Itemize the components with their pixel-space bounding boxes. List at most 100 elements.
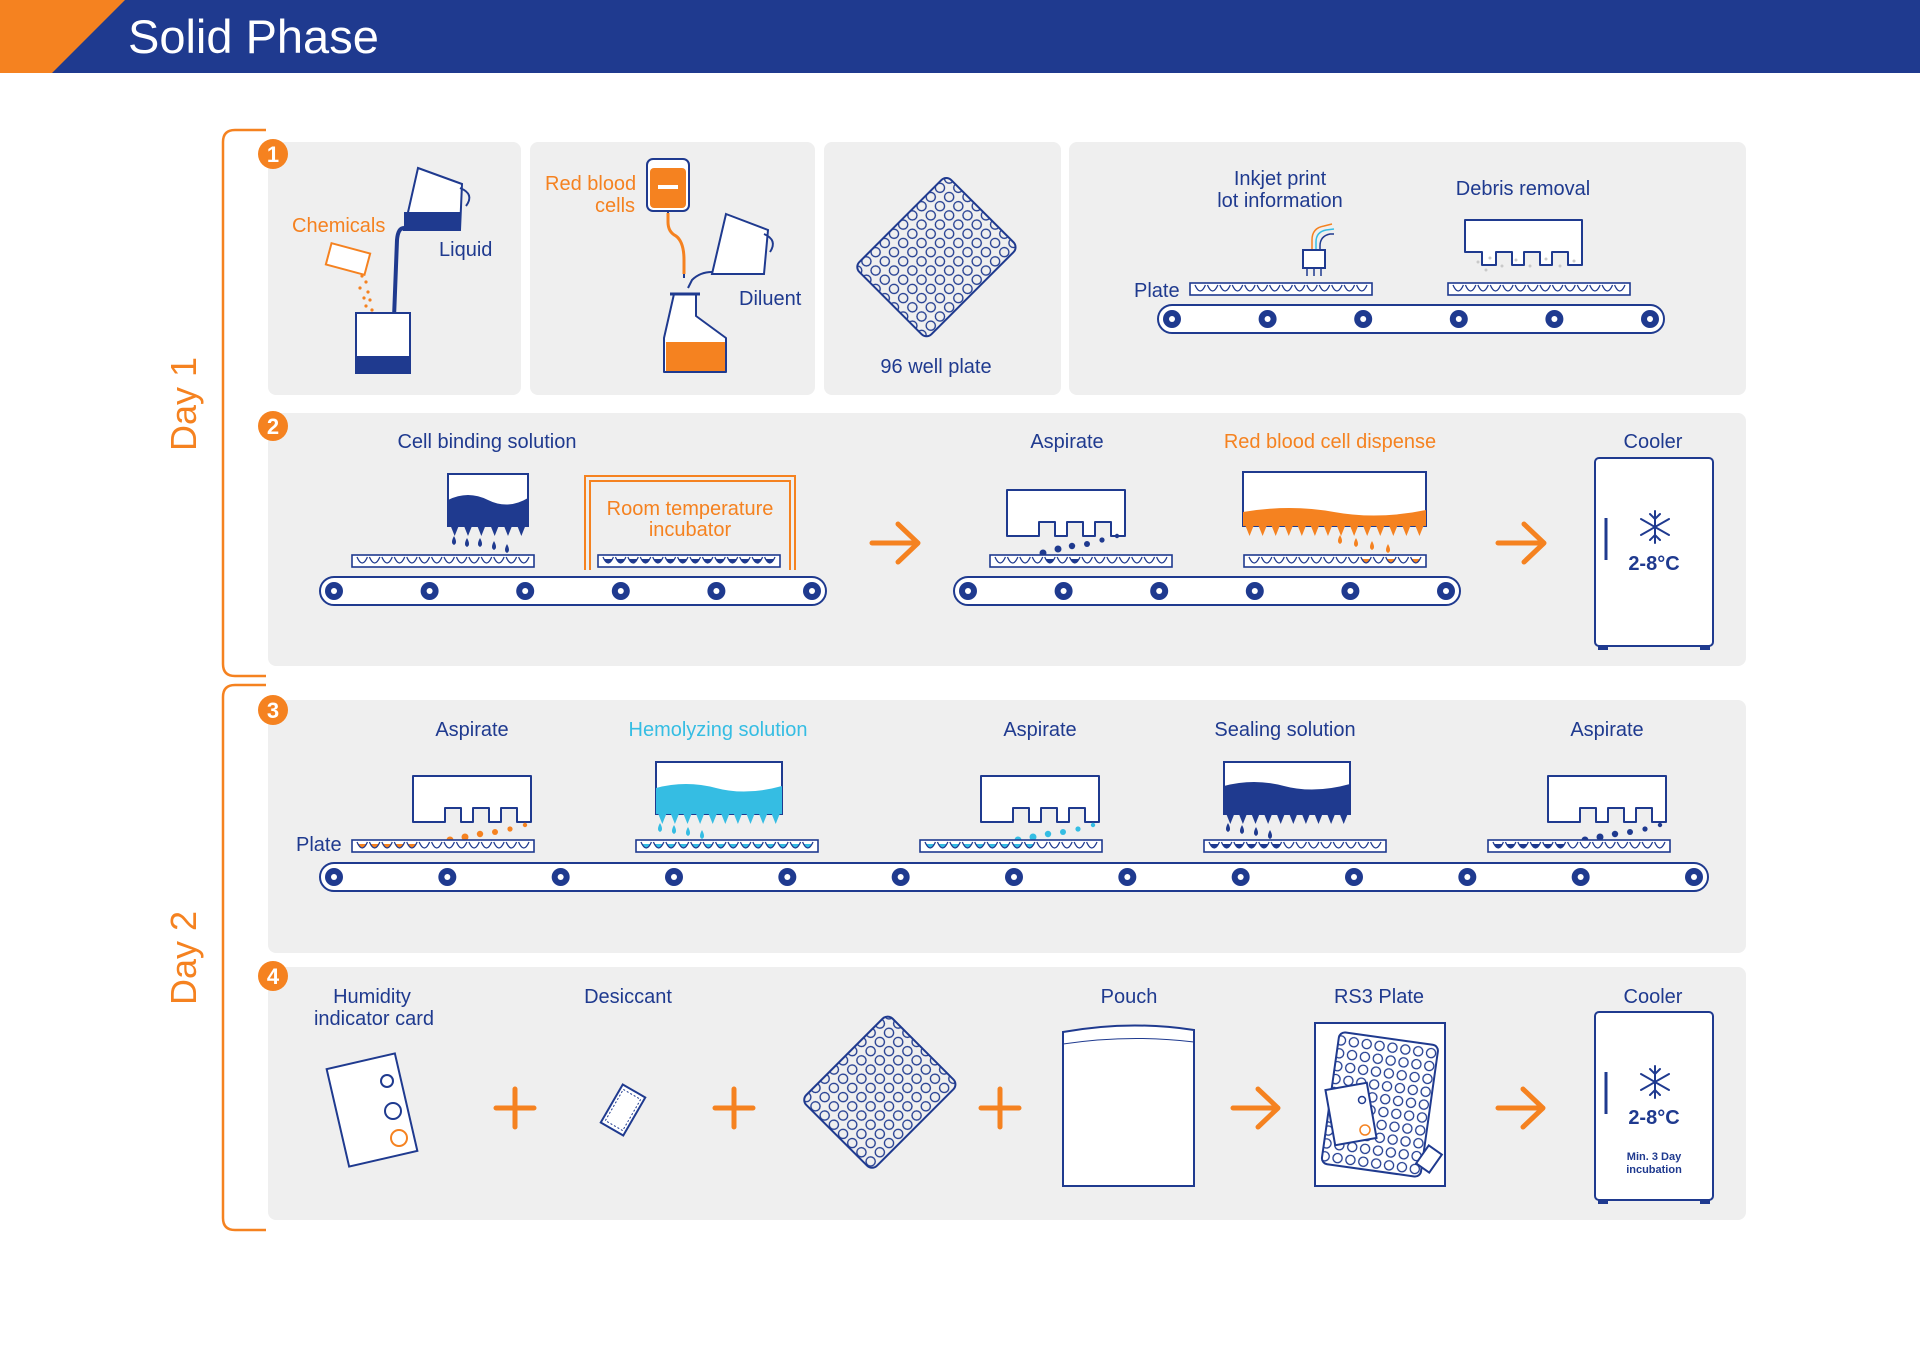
conveyor-roller-hub (1124, 874, 1131, 880)
nozzle (1264, 814, 1273, 824)
plate-strip (351, 839, 535, 853)
nozzle (1238, 814, 1247, 824)
plate-96-label: 96 well plate (880, 356, 991, 378)
conveyor-roller-hub (784, 874, 791, 880)
rbc-dispense-label: Red blood cell dispense (1224, 431, 1436, 453)
aspirator-icon-3a (412, 775, 532, 823)
rs3-label: RS3 Plate (1334, 986, 1424, 1008)
plate-wells (602, 556, 776, 564)
plate-strip (919, 839, 1103, 853)
nozzle (1402, 526, 1411, 536)
aspirator-icon-3b (980, 775, 1100, 823)
conveyor-step1 (1157, 304, 1665, 334)
debris-particles (1476, 256, 1576, 272)
conveyor-roller-hub (331, 874, 337, 880)
cell-binding-label: Cell binding solution (397, 431, 576, 453)
incubator-label-line2: incubator (649, 519, 732, 541)
conveyor-belt (319, 576, 827, 606)
conveyor-roller-hub (331, 588, 337, 594)
plate-strip (1243, 554, 1427, 568)
conveyor-roller-hub (897, 874, 904, 880)
well-plate-icon (803, 1015, 957, 1169)
nozzle (670, 814, 679, 824)
nozzle (1289, 814, 1298, 824)
conveyor-roller-hub (557, 874, 564, 880)
nozzle (658, 814, 667, 824)
flask-icon (663, 292, 727, 373)
nozzle (696, 814, 705, 824)
conveyor-roller-hub (1647, 316, 1653, 322)
hemolyzing-nozzles (658, 814, 780, 839)
drop (1268, 830, 1272, 839)
svg-text:2: 2 (267, 414, 279, 439)
sealing-dispenser-icon (1223, 761, 1351, 815)
header-bar: Solid Phase (0, 0, 1920, 73)
aspirate-label-3a: Aspirate (435, 719, 508, 741)
drop (658, 823, 662, 832)
conveyor-step2a (319, 576, 827, 606)
conveyor-roller-hub (1264, 316, 1271, 322)
aspirate-label-2: Aspirate (1030, 431, 1103, 453)
nozzle (721, 814, 730, 824)
plate-wells (1492, 841, 1666, 849)
diluent-stream (687, 271, 713, 289)
sealing-nozzles (1226, 814, 1348, 839)
plate-wells (1452, 284, 1626, 292)
nozzle (1376, 526, 1385, 536)
cooler-label-4: Cooler (1624, 986, 1683, 1008)
rbc-label-line2: cells (595, 195, 635, 217)
svg-text:1: 1 (267, 142, 279, 167)
nozzle (708, 814, 717, 824)
nozzle (1310, 526, 1319, 536)
incubation-label-line2: incubation (1626, 1164, 1682, 1176)
hemolyzing-label: Hemolyzing solution (629, 719, 808, 741)
conveyor-plates-step3 (351, 839, 1671, 853)
conveyor-roller-hub (671, 874, 677, 880)
indicator-card-icon (325, 1052, 419, 1168)
plus-icon (493, 1086, 537, 1130)
liquid-label: Liquid (439, 239, 492, 261)
nozzle (683, 814, 692, 824)
nozzle (1363, 526, 1372, 536)
nozzle (1327, 814, 1336, 824)
plate-label-1: Plate (1134, 280, 1180, 302)
step-badge-4: 4 (258, 961, 288, 991)
cooler-icon (1594, 457, 1714, 650)
nozzle (1301, 814, 1310, 824)
drop (1240, 825, 1244, 834)
nozzle (1415, 526, 1424, 536)
aspirator-icon-3c (1547, 775, 1667, 823)
plate-wells (994, 556, 1168, 564)
nozzle (1314, 814, 1323, 824)
conveyor-roller-hub (1455, 316, 1462, 322)
panel-1d (1069, 142, 1746, 395)
temp-label-2: 2-8°C (1628, 553, 1679, 575)
drop (700, 830, 704, 839)
plate-wells (356, 556, 530, 564)
rbc-dispenser-icon (1242, 471, 1427, 527)
pouch-label: Pouch (1101, 986, 1158, 1008)
nozzle (1245, 526, 1254, 536)
conveyor-roller-hub (426, 588, 433, 594)
conveyor-roller-hub (1464, 874, 1471, 880)
nozzle (1271, 526, 1280, 536)
binding-dispenser-icon (447, 473, 529, 527)
plate-strip (597, 554, 781, 568)
drop (1386, 544, 1390, 553)
incubation-label-line1: Min. 3 Day (1627, 1151, 1682, 1163)
plate-wells (1208, 841, 1382, 849)
rs3-plate-icon (1314, 1022, 1446, 1187)
iv-bag-icon (646, 158, 690, 278)
drop (1354, 538, 1358, 547)
drop (478, 538, 482, 547)
humidity-label-line2: indicator card (314, 1008, 434, 1030)
debris-aspirator-icon (1464, 219, 1583, 266)
conveyor-plates-step2b (989, 554, 1427, 568)
nozzle (1323, 526, 1332, 536)
drop (1254, 827, 1258, 836)
pitcher-icon (402, 166, 471, 231)
desiccant-label: Desiccant (584, 986, 672, 1008)
conveyor-roller-hub (1551, 316, 1558, 322)
inkjet-label-line1: Inkjet print (1234, 168, 1327, 190)
conveyor-plates-step1 (1189, 282, 1631, 296)
